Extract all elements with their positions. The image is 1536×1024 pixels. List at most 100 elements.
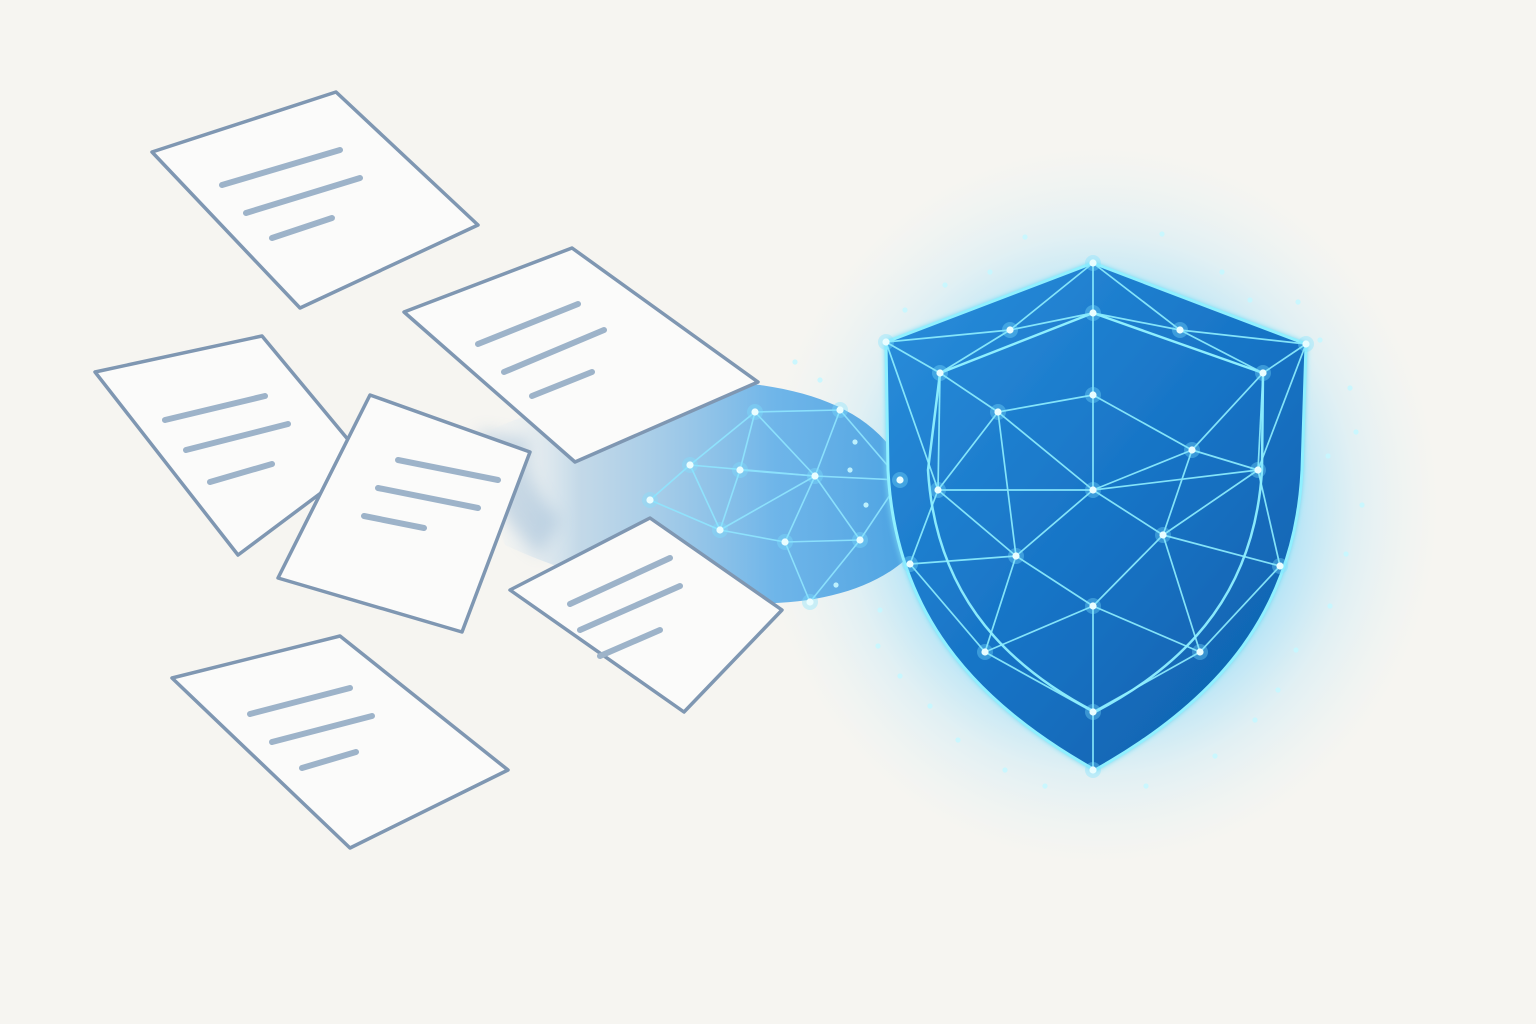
document-text-line [162,393,268,423]
document-sheet [508,516,784,714]
network-node [836,406,844,414]
network-node [1259,369,1267,377]
mesh-edge [1162,449,1193,536]
documents-group [93,90,784,850]
glow-particle [1275,687,1281,693]
document-text-line [243,175,363,216]
network-nodes [642,255,1314,778]
glow-particle [1219,269,1225,275]
network-node [1089,602,1097,610]
mesh-edge [814,475,861,541]
glow-particle [897,673,903,679]
glow-particle [902,307,908,313]
mesh-edge [1162,534,1281,567]
mesh-edge [1191,372,1264,451]
mesh-edge [1092,489,1164,536]
mesh-edge [1009,312,1094,331]
mesh-edge [909,563,986,653]
glow-particle [792,359,798,365]
network-node [1188,446,1196,454]
mesh-edge [1092,312,1264,374]
mesh-edge [809,539,861,603]
glow-particle [1325,453,1331,459]
mesh-edge [689,411,756,466]
mesh-edge [1009,262,1094,331]
glow-particle [942,282,948,288]
mesh-edge [984,651,1094,713]
mesh-edge [1262,343,1307,374]
network-node [716,526,724,534]
network-node [1176,326,1184,334]
network-node [1089,259,1097,267]
network-node [906,560,914,568]
mesh-edge [939,372,999,413]
glow-particle [1159,231,1165,237]
mesh-edge [649,464,691,501]
document-icon [150,90,480,310]
document-sheet [276,393,532,634]
mesh-edge [1092,469,1259,491]
glow-particle [1343,551,1349,557]
network-node [686,461,694,469]
mesh-edge [885,329,1011,343]
mesh-edge [814,409,841,477]
document-sheet [402,246,760,464]
glow-particle [1022,234,1028,240]
network-node [811,472,819,480]
mesh-edge [739,469,816,477]
glow-particle [1247,297,1253,303]
glow-particle [1042,783,1048,789]
mesh-edge [1092,534,1164,607]
mesh-edge [1015,489,1094,557]
document-sheet [150,90,480,310]
glow-particle [877,607,883,613]
shield-network [885,262,1307,770]
document-text-line [247,685,353,717]
mesh-edge [1092,605,1201,653]
glow-particle [852,439,858,445]
network-node [936,369,944,377]
mesh-edge [784,475,816,543]
document-text-line [501,327,607,375]
mesh-edge [1162,469,1259,536]
network-node [1159,531,1167,539]
glow-particle [1252,717,1258,723]
mesh-edge [997,411,1094,491]
network-node [1012,552,1020,560]
mesh-edge [754,411,816,477]
mesh-edge [1092,312,1181,331]
document-text-line [475,301,581,347]
mesh-edge [909,489,939,565]
document-text-line [597,627,663,659]
glow-particle [1353,429,1359,435]
network-node [781,538,789,546]
mesh-edge [719,529,786,543]
document-icon [170,634,510,850]
network-node [1254,466,1262,474]
network-node [934,486,942,494]
glow-particle [1295,299,1301,305]
mesh-edge [1199,565,1281,653]
mesh-edge [1092,394,1193,451]
mesh-edge [984,605,1094,653]
mesh-edge [1191,449,1259,471]
glow-particle [875,643,881,649]
document-text-line [299,749,359,771]
document-icon [402,246,760,464]
mesh-edge [939,312,1094,374]
mesh-edge [997,394,1094,413]
network-node [882,338,890,346]
glow-particle [1347,385,1353,391]
mesh-edge [885,341,941,374]
mesh-edge [1092,262,1181,331]
glow-particle [1002,767,1008,773]
glow-particle [1293,647,1299,653]
document-text-line [269,713,375,745]
network-node [1089,391,1097,399]
mesh-edge [909,555,1017,565]
document-text-line [207,461,275,485]
document-icon [508,516,784,714]
glow-particle [1317,337,1323,343]
mesh-edge [937,372,941,491]
mesh-edge [1179,329,1307,345]
